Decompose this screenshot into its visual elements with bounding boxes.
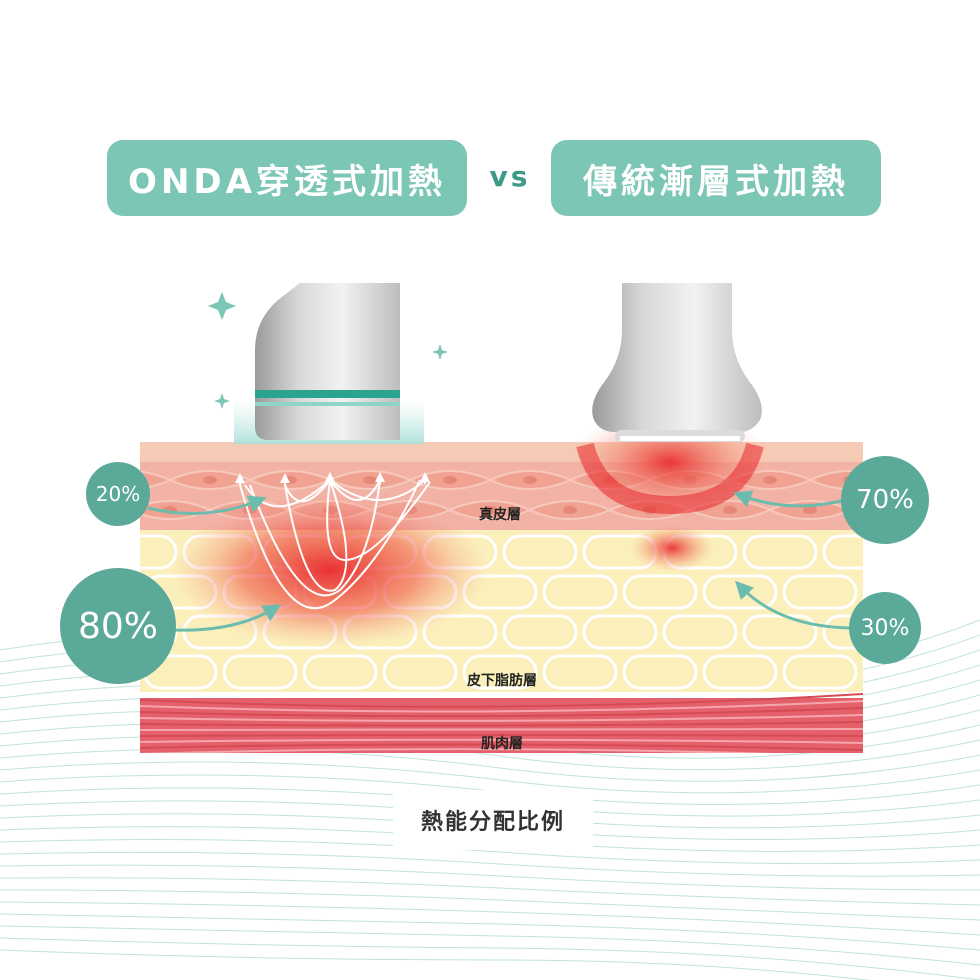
onda-title-pill: ONDA穿透式加熱 bbox=[107, 140, 467, 216]
traditional-probe bbox=[592, 283, 762, 442]
traditional-dermis-percent: 70% bbox=[841, 456, 929, 544]
onda-fat-percent: 80% bbox=[60, 568, 176, 684]
heat-distribution-caption: 熱能分配比例 bbox=[393, 790, 593, 850]
onda-title: ONDA穿透式加熱 bbox=[128, 161, 446, 202]
onda-energy-waves bbox=[235, 472, 431, 610]
traditional-title-pill: 傳統漸層式加熱 bbox=[551, 140, 881, 216]
onda-heat-zone bbox=[170, 492, 490, 648]
sparkle-icon bbox=[208, 292, 448, 409]
onda-dermis-percent: 20% bbox=[86, 462, 150, 526]
onda-probe bbox=[234, 283, 424, 444]
probe-band bbox=[255, 390, 400, 398]
muscle-fiber-pattern bbox=[140, 693, 863, 753]
fascia-line bbox=[140, 692, 863, 698]
muscle-label: 肌肉層 bbox=[481, 736, 523, 752]
dermis-label: 真皮層 bbox=[479, 507, 521, 523]
fat-label: 皮下脂肪層 bbox=[467, 673, 537, 689]
traditional-title: 傳統漸層式加熱 bbox=[583, 161, 849, 202]
vs-label: vs bbox=[489, 160, 531, 193]
traditional-fat-percent: 30% bbox=[849, 592, 921, 664]
arrow-icon bbox=[147, 490, 856, 632]
